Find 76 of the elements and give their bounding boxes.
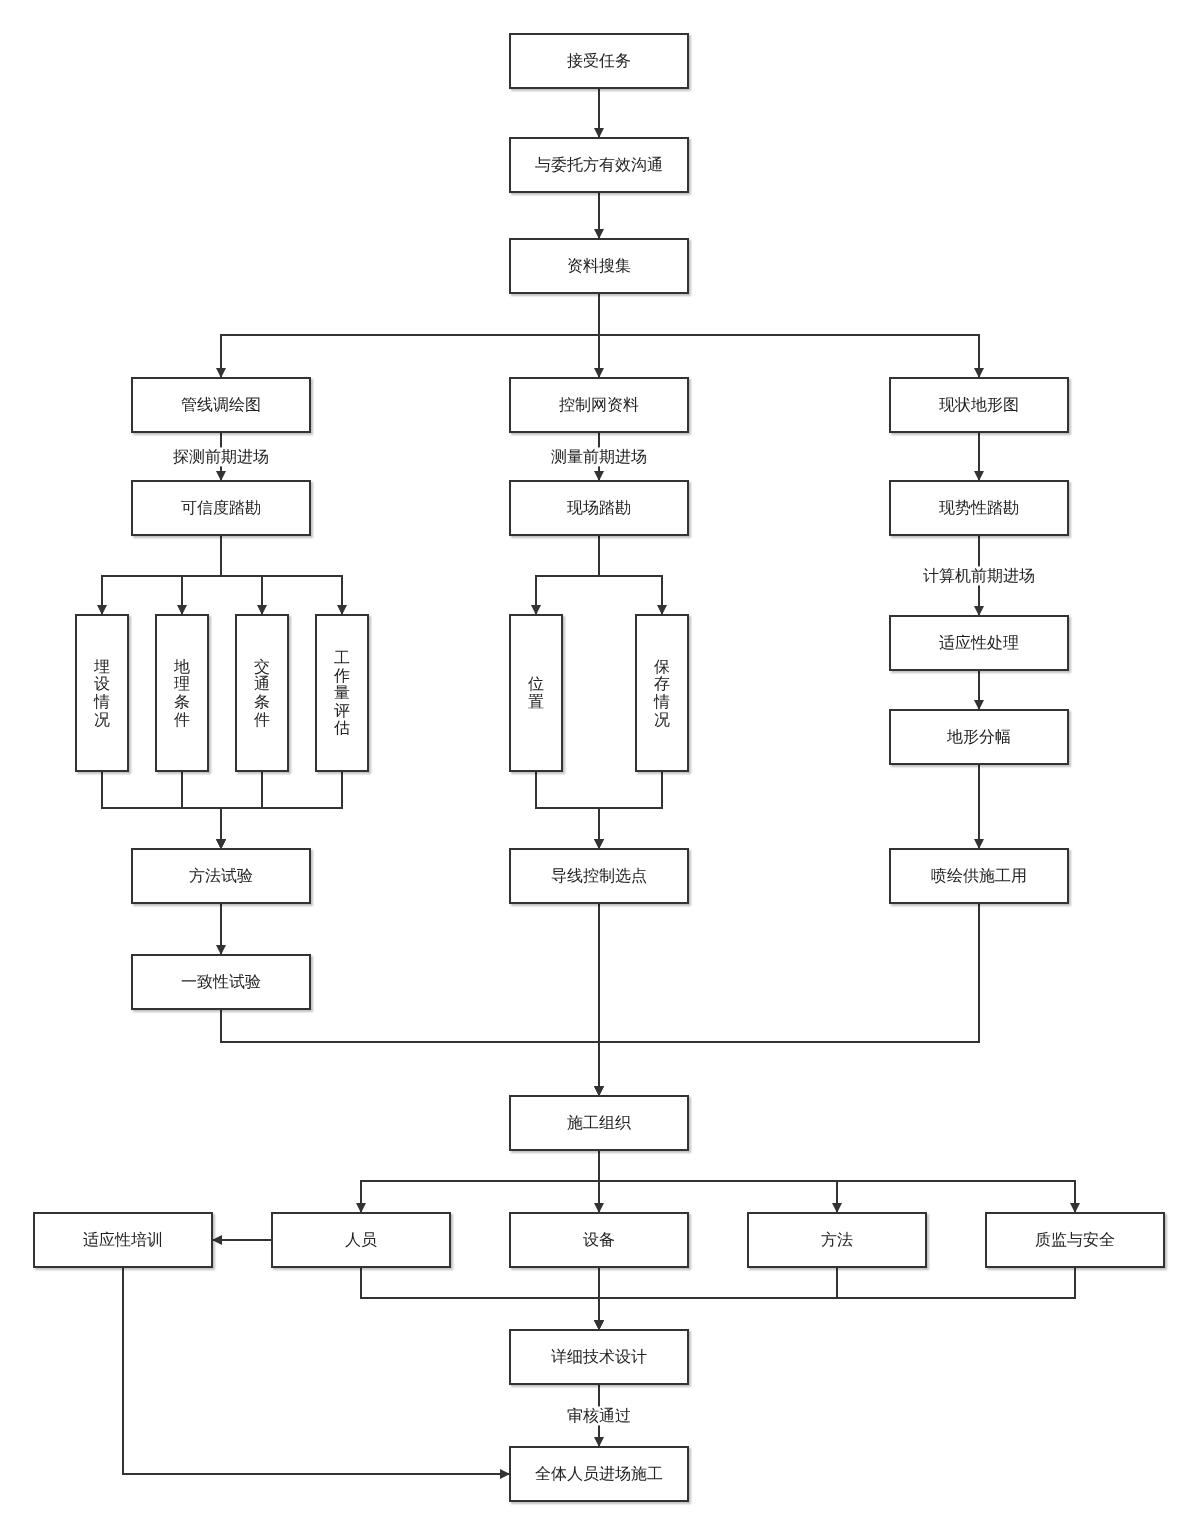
arrow [220, 535, 347, 615]
box-label: 接受任务 [567, 50, 631, 72]
arrow [974, 670, 984, 710]
box-label: 详细技术设计 [551, 1346, 647, 1368]
box-label: 质监与安全 [1035, 1229, 1115, 1251]
box-label: 方法试验 [189, 865, 253, 887]
edge-label: 审核通过 [565, 1405, 633, 1426]
process-box [509, 1446, 689, 1502]
process-box [889, 848, 1069, 904]
arrow [594, 771, 663, 849]
box-label: 现状地形图 [939, 394, 1019, 416]
box-label: 管线调绘图 [181, 394, 261, 416]
arrow [598, 535, 667, 615]
process-box [131, 377, 311, 433]
process-box [889, 377, 1069, 433]
process-box [509, 238, 689, 294]
box-label: 现势性踏勘 [939, 497, 1019, 519]
process-box [131, 954, 311, 1010]
box-label: 适应性培训 [83, 1229, 163, 1251]
box-label: 现场踏勘 [567, 497, 631, 519]
arrow [974, 432, 984, 481]
process-box [131, 848, 311, 904]
box-label: 与委托方有效沟通 [535, 154, 663, 176]
box-label: 全体人员进场施工 [535, 1463, 663, 1485]
box-label: 位置 [528, 675, 544, 711]
process-box [889, 480, 1069, 536]
arrow [122, 1267, 510, 1479]
arrow [594, 903, 980, 1096]
process-box [509, 480, 689, 536]
edge-label: 计算机前期进场 [921, 565, 1037, 586]
process-box [75, 614, 129, 772]
box-label: 施工组织 [567, 1112, 631, 1134]
box-label: 交通条件 [254, 657, 270, 729]
box-label: 工作量评估 [334, 649, 350, 737]
process-box [509, 614, 563, 772]
arrow [594, 1267, 1076, 1330]
process-box [509, 33, 689, 89]
box-label: 人员 [345, 1229, 377, 1251]
process-box [747, 1212, 927, 1268]
box-label: 控制网资料 [559, 394, 639, 416]
arrow [594, 192, 604, 239]
process-box [315, 614, 369, 772]
process-box [509, 137, 689, 193]
process-box [33, 1212, 213, 1268]
process-box [509, 848, 689, 904]
arrow [594, 88, 604, 138]
process-box [985, 1212, 1165, 1268]
edge-label: 探测前期进场 [171, 446, 271, 467]
process-box [235, 614, 289, 772]
box-label: 保存情况 [654, 657, 670, 729]
process-box [155, 614, 209, 772]
process-box [509, 1212, 689, 1268]
arrow [216, 771, 343, 849]
arrow [212, 1235, 272, 1245]
edge-label: 测量前期进场 [549, 446, 649, 467]
process-box [271, 1212, 451, 1268]
box-label: 地形分幅 [947, 726, 1011, 748]
box-label: 设备 [583, 1229, 615, 1251]
box-label: 一致性试验 [181, 971, 261, 993]
box-label: 适应性处理 [939, 632, 1019, 654]
box-label: 喷绘供施工用 [931, 865, 1027, 887]
box-label: 资料搜集 [567, 255, 631, 277]
box-label: 埋设情况 [94, 657, 110, 729]
box-label: 方法 [821, 1229, 853, 1251]
process-box [131, 480, 311, 536]
box-label: 地理条件 [174, 657, 190, 729]
process-box [509, 1329, 689, 1385]
process-box [509, 1095, 689, 1151]
arrow [974, 764, 984, 849]
process-box [635, 614, 689, 772]
box-label: 导线控制选点 [551, 865, 647, 887]
box-label: 可信度踏勘 [181, 497, 261, 519]
arrow [216, 903, 226, 955]
process-box [509, 377, 689, 433]
process-box [889, 709, 1069, 765]
process-box [889, 615, 1069, 671]
